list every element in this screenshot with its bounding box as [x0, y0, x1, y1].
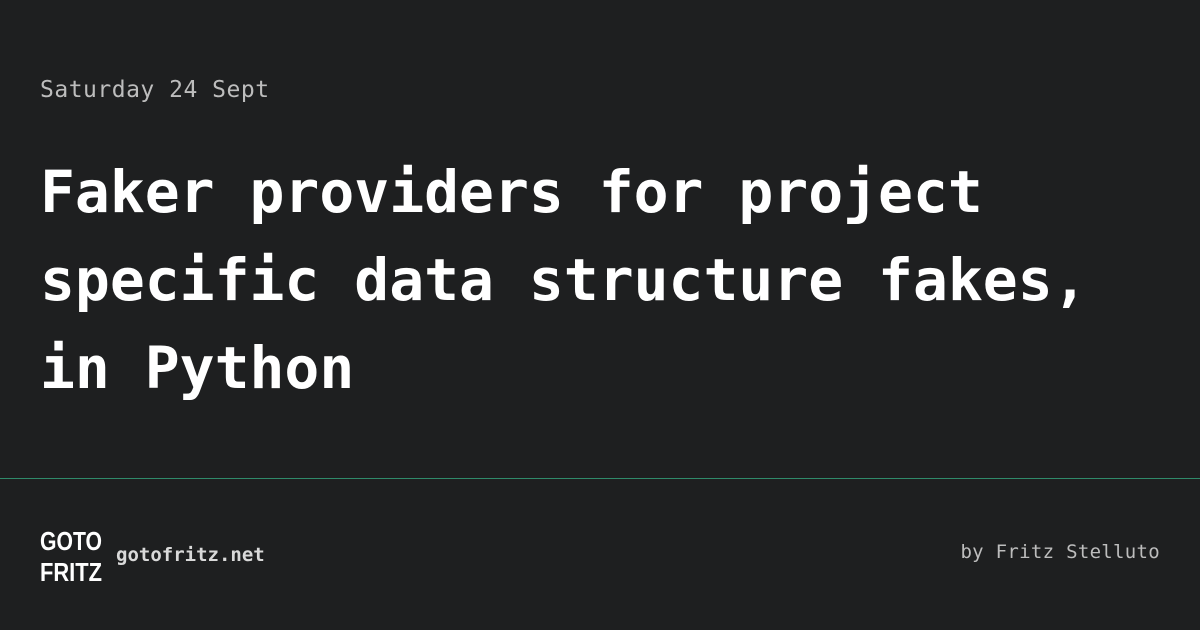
footer-divider: [0, 478, 1200, 479]
post-title: Faker providers for project specific dat…: [40, 148, 1170, 412]
site-link[interactable]: gotofritz.net: [116, 544, 265, 566]
post-title-line: specific data structure fakes,: [40, 246, 1088, 314]
post-title-line: Faker providers for project: [40, 158, 983, 226]
post-date: Saturday 24 Sept: [40, 77, 270, 103]
gotofritz-logo[interactable]: GOTO FRITZ: [40, 526, 104, 584]
site-brand[interactable]: GOTO FRITZ gotofritz.net: [40, 526, 265, 584]
logo-text-bottom: FRITZ: [40, 557, 102, 584]
logo-text-top: GOTO: [40, 526, 102, 556]
post-title-line: in Python: [40, 334, 355, 402]
author-byline: by Fritz Stelluto: [960, 541, 1160, 563]
